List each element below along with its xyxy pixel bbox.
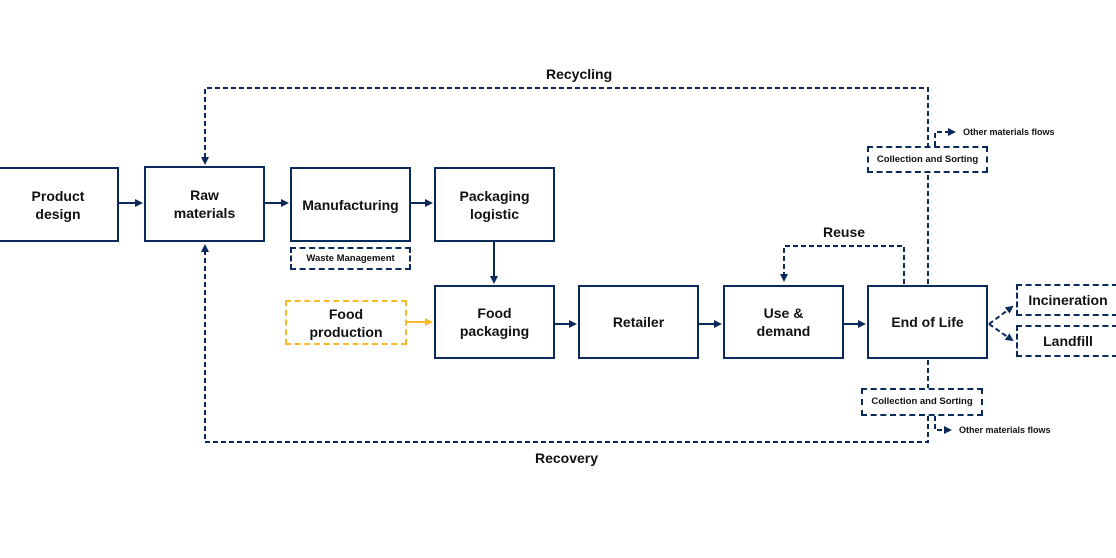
product-design-node: Product design [0,167,119,242]
landfill-node: Landfill [1016,325,1116,357]
food-packaging-node: Food packaging [434,285,555,359]
retailer-node: Retailer [578,285,699,359]
other-flows-top-label: Other materials flows [963,127,1055,137]
end-of-life-node: End of Life [867,285,988,359]
arrow-other-flows-top [934,128,956,146]
reuse-loop [780,245,905,284]
food-production-node: Food production [285,300,407,345]
arrow-to-incineration [988,305,1014,325]
packaging-logistic-node: Packaging logistic [434,167,555,242]
incineration-node: Incineration [1016,284,1116,316]
arrow-other-flows-bottom [934,416,952,434]
other-flows-bottom-label: Other materials flows [959,425,1051,435]
recycling-loop [201,87,929,284]
recycling-label: Recycling [546,66,613,82]
use-demand-node: Use & demand [723,285,844,359]
collection-sorting-bottom-node: Collection and Sorting [861,388,983,416]
arrow-to-landfill [988,323,1014,342]
raw-materials-node: Raw materials [144,166,265,242]
collection-sorting-top-node: Collection and Sorting [867,146,988,173]
waste-management-node: Waste Management [290,247,411,270]
recovery-label: Recovery [535,450,599,466]
manufacturing-node: Manufacturing [290,167,411,242]
reuse-label: Reuse [823,224,866,240]
